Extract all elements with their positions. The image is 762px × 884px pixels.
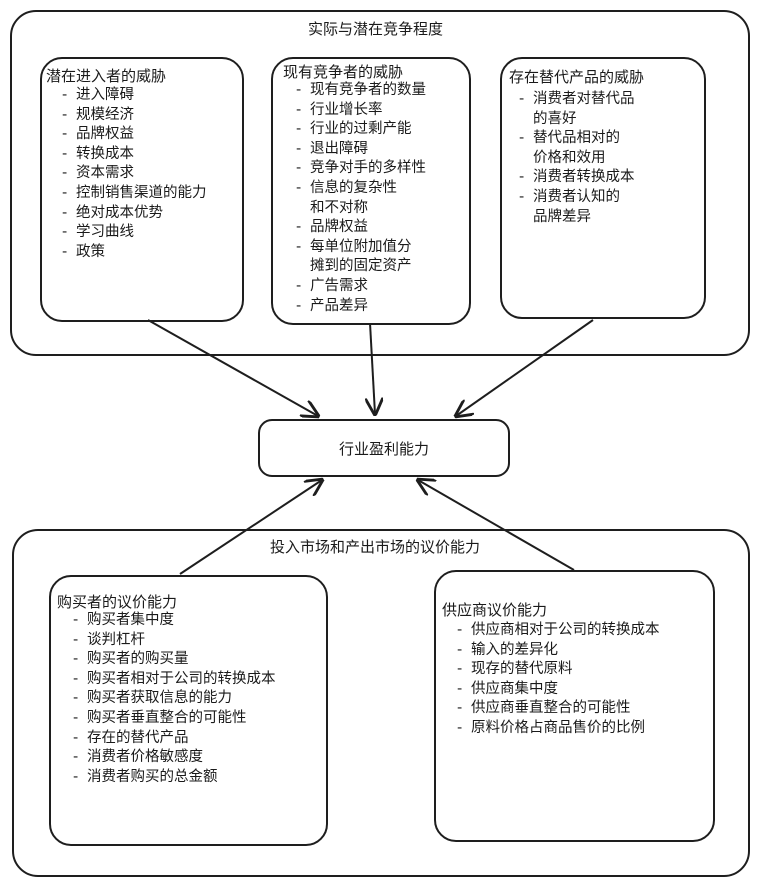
list-item: 行业的过剩产能 [290, 120, 426, 140]
list-item: 购买者相对于公司的转换成本 [67, 670, 276, 690]
new-entrants-list: 进入障碍规模经济品牌权益转换成本资本需求控制销售渠道的能力绝对成本优势学习曲线政… [56, 86, 207, 262]
industry-profitability-box: 行业盈利能力 [258, 419, 510, 477]
existing-competitors-title: 现有竞争者的威胁 [283, 63, 404, 81]
list-item: 控制销售渠道的能力 [56, 184, 207, 204]
substitutes-box [500, 57, 706, 319]
list-item: 购买者的购买量 [67, 650, 276, 670]
list-item: 供应商相对于公司的转换成本 [451, 621, 660, 641]
list-item: 购买者垂直整合的可能性 [67, 709, 276, 729]
list-item: 规模经济 [56, 106, 207, 126]
buyers-list: 购买者集中度谈判杠杆购买者的购买量购买者相对于公司的转换成本购买者获取信息的能力… [67, 611, 276, 787]
list-item: 消费者对替代品 的喜好 [513, 90, 635, 129]
list-item: 信息的复杂性 和不对称 [290, 179, 426, 218]
list-item: 消费者认知的 品牌差异 [513, 188, 635, 227]
list-item: 供应商集中度 [451, 680, 660, 700]
suppliers-title: 供应商议价能力 [442, 601, 548, 619]
existing-competitors-box [271, 57, 471, 325]
list-item: 现有竞争者的数量 [290, 81, 426, 101]
list-item: 绝对成本优势 [56, 204, 207, 224]
list-item: 产品差异 [290, 297, 426, 317]
suppliers-box [434, 570, 715, 842]
suppliers-list: 供应商相对于公司的转换成本输入的差异化现存的替代原料供应商集中度供应商垂直整合的… [451, 621, 660, 739]
list-item: 供应商垂直整合的可能性 [451, 699, 660, 719]
list-item: 转换成本 [56, 145, 207, 165]
list-item: 学习曲线 [56, 223, 207, 243]
list-item: 广告需求 [290, 277, 426, 297]
buyers-title: 购买者的议价能力 [57, 593, 178, 611]
list-item: 存在的替代产品 [67, 729, 276, 749]
top-group-box [10, 10, 750, 356]
list-item: 谈判杠杆 [67, 631, 276, 651]
list-item: 消费者购买的总金额 [67, 768, 276, 788]
list-item: 替代品相对的 价格和效用 [513, 129, 635, 168]
substitutes-list: 消费者对替代品 的喜好替代品相对的 价格和效用消费者转换成本消费者认知的 品牌差… [513, 90, 635, 227]
top-group-title: 实际与潜在竞争程度 [308, 20, 444, 38]
list-item: 竞争对手的多样性 [290, 159, 426, 179]
list-item: 输入的差异化 [451, 641, 660, 661]
list-item: 购买者获取信息的能力 [67, 689, 276, 709]
list-item: 现存的替代原料 [451, 660, 660, 680]
list-item: 购买者集中度 [67, 611, 276, 631]
list-item: 退出障碍 [290, 140, 426, 160]
existing-competitors-list: 现有竞争者的数量行业增长率行业的过剩产能退出障碍竞争对手的多样性信息的复杂性 和… [290, 81, 426, 316]
industry-profitability-label: 行业盈利能力 [338, 439, 429, 458]
bottom-group-title: 投入市场和产出市场的议价能力 [270, 538, 481, 556]
new-entrants-box [40, 57, 244, 322]
list-item: 资本需求 [56, 164, 207, 184]
list-item: 原料价格占商品售价的比例 [451, 719, 660, 739]
list-item: 每单位附加值分 摊到的固定资产 [290, 238, 426, 277]
bottom-group-box [12, 529, 750, 877]
list-item: 进入障碍 [56, 86, 207, 106]
list-item: 消费者价格敏感度 [67, 748, 276, 768]
list-item: 政策 [56, 243, 207, 263]
list-item: 品牌权益 [290, 218, 426, 238]
new-entrants-title: 潜在进入者的威胁 [46, 67, 167, 85]
list-item: 行业增长率 [290, 101, 426, 121]
buyers-box [49, 575, 328, 846]
substitutes-title: 存在替代产品的威胁 [509, 68, 645, 86]
list-item: 消费者转换成本 [513, 168, 635, 188]
list-item: 品牌权益 [56, 125, 207, 145]
